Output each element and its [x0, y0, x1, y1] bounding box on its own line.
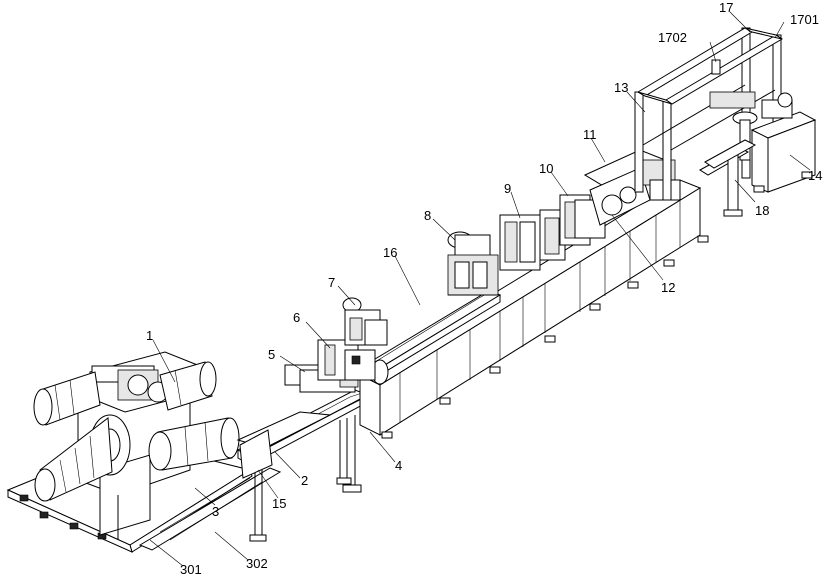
leader-lines	[149, 11, 811, 567]
decoiler-machine	[33, 351, 240, 540]
drum-lower-left	[34, 414, 131, 502]
label-17: 17	[719, 0, 733, 15]
label-6: 6	[293, 310, 300, 325]
label-11: 11	[583, 127, 597, 142]
reference-labels: 1 2 3 301 302 4 5 6 7 8 9 10 11 12 13 14…	[146, 0, 822, 577]
drum-upper-left	[33, 371, 101, 426]
label-3: 3	[212, 504, 219, 519]
label-301: 301	[180, 562, 202, 577]
label-8: 8	[424, 208, 431, 223]
label-1701: 1701	[790, 12, 819, 27]
label-9: 9	[504, 181, 511, 196]
output-table	[699, 139, 757, 217]
label-5: 5	[268, 347, 275, 362]
station-7	[342, 297, 388, 346]
label-14: 14	[808, 168, 822, 183]
label-13: 13	[614, 80, 628, 95]
label-12: 12	[661, 280, 675, 295]
station-6	[317, 339, 376, 381]
drum-upper-right	[159, 361, 217, 411]
label-4: 4	[395, 458, 402, 473]
label-10: 10	[539, 161, 553, 176]
label-16: 16	[383, 245, 397, 260]
label-7: 7	[328, 275, 335, 290]
entry-conveyor	[236, 389, 370, 542]
label-2: 2	[301, 473, 308, 488]
station-8	[447, 231, 499, 296]
label-1: 1	[146, 328, 153, 343]
drum-lower-right	[148, 417, 240, 471]
label-15: 15	[272, 496, 286, 511]
label-1702: 1702	[658, 30, 687, 45]
hydraulic-unit	[750, 92, 817, 193]
label-18: 18	[755, 203, 769, 218]
feed-ramp	[138, 467, 282, 551]
label-302: 302	[246, 556, 268, 571]
